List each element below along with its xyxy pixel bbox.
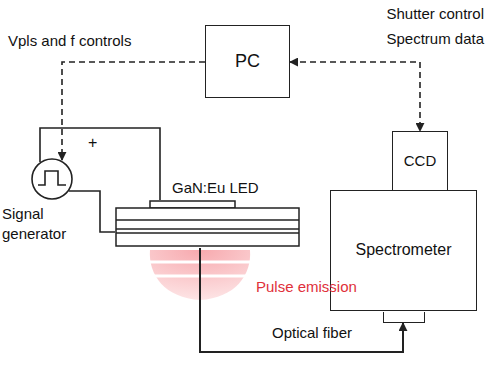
box-label: PC [232, 50, 263, 73]
control-line [290, 62, 420, 131]
edge-label: Shutter control Spectrum data [338, 2, 484, 52]
ccd-box: CCD [392, 131, 448, 191]
signal-generator: Signal generator [31, 158, 73, 200]
emission-label: Pulse emission [256, 276, 357, 299]
edge-label: Vpls and f controls [8, 30, 188, 53]
pulse-source-symbol [31, 158, 73, 200]
wire [69, 191, 115, 232]
polarity-mark: + [88, 131, 97, 155]
computer-box: PC [205, 25, 290, 98]
led-device: GaN:Eu LED [115, 200, 300, 248]
led-layers [115, 200, 300, 248]
box-label: Spectrometer [352, 240, 454, 261]
fiber-port [383, 312, 425, 323]
box-label: CCD [401, 151, 440, 171]
edge-label: Optical fiber [272, 322, 392, 345]
device-label: Signal generator [2, 204, 82, 243]
device-label: GaN:Eu LED [172, 178, 259, 198]
control-line [62, 62, 205, 160]
